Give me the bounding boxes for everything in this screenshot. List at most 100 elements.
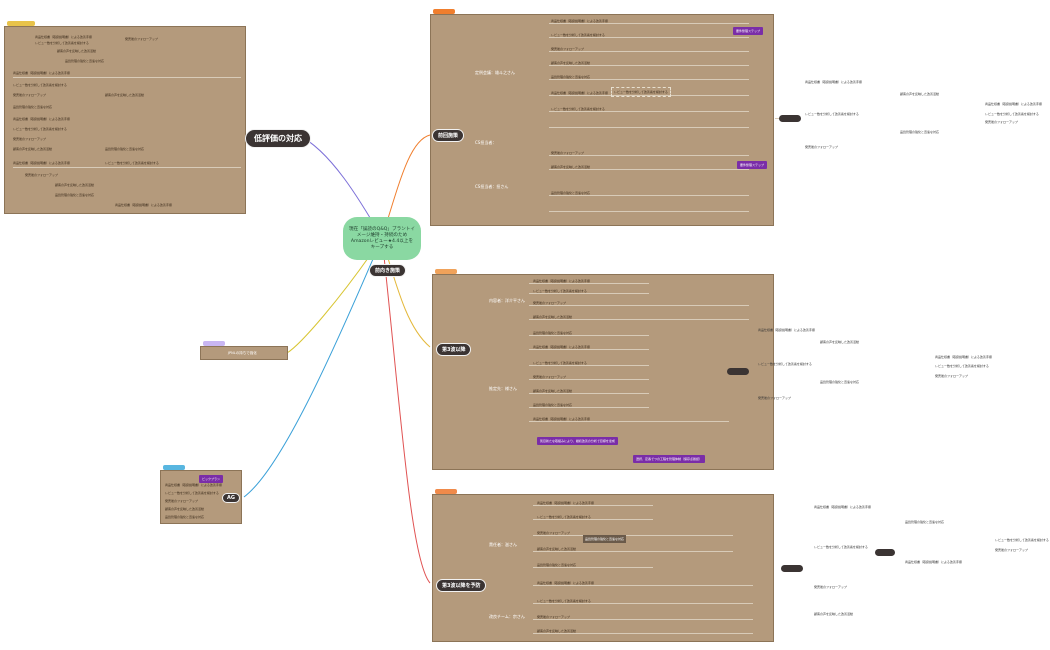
panel-rule — [533, 619, 753, 620]
panel-rule — [529, 407, 649, 408]
panel-text: 顧客の声を反映した改善活動 — [537, 547, 577, 551]
panel-text: 顧客の声を反映した改善活動 — [13, 147, 53, 151]
node-ag[interactable]: AG — [222, 493, 240, 503]
panel-text: 発売後のフォローアップ — [551, 47, 584, 51]
panel-text: 商品仕様書（取扱説明書）による改善手順 — [35, 35, 92, 39]
panel-rule — [549, 79, 749, 80]
panel-text: 商品仕様書（取扱説明書）による改善手順 — [551, 19, 608, 23]
panel-rule — [529, 319, 749, 320]
panel-rule — [549, 195, 749, 196]
outline-text: 品質管理の強化と迅速な対応 — [900, 130, 940, 134]
panel-rule — [549, 95, 749, 96]
panel-rule — [533, 603, 753, 604]
panel-jpnl — [200, 341, 288, 360]
panel-rule — [549, 111, 749, 112]
panel-prevent: 責任者：滋さん 改良チーム：宗さん 商品仕様書（取扱説明書）による改善手順 レビ… — [432, 489, 774, 642]
panel-text: 品質管理の強化と迅速な対応 — [537, 563, 577, 567]
panel-text: レビュー数を分析して改善案を検討する — [13, 127, 67, 131]
branch-label: 定例会議：雄斗之さん — [475, 70, 515, 75]
panel-text: 発売後のフォローアップ — [13, 93, 46, 97]
panel-text: 品質管理の強化と迅速な対応 — [65, 59, 105, 63]
panel-tag — [435, 489, 457, 494]
outline-text: 顧客の声を反映した改善活動 — [814, 612, 854, 616]
panel-low-rating: 商品仕様書（取扱説明書）による改善手順 レビュー数を分析して改善案を検討する 発… — [4, 21, 246, 214]
node-prevent[interactable]: 第3波以降を予防 — [436, 579, 487, 592]
panel-text: 商品仕様書（取扱説明書）による改善手順 — [551, 91, 608, 95]
outline-text: 顧客の声を反映した改善活動 — [820, 340, 860, 344]
panel-text: 商品仕様書（取扱説明書）による改善手順 — [537, 501, 594, 505]
panel-rule — [549, 65, 749, 66]
panel-rule — [529, 283, 649, 284]
panel-text: 顧客の声を反映した改善活動 — [55, 183, 95, 187]
panel-text: 商品仕様書（取扱説明書）による改善手順 — [533, 417, 590, 421]
outline-text: 商品仕様書（取扱説明書）による改善手順 — [814, 505, 871, 509]
branch-label: 推定先：様さん — [489, 386, 517, 391]
panel-text: 品質管理の強化と迅速な対応 — [55, 193, 95, 197]
center-topic[interactable]: 現在「誤読のQ&Q」ブラントイメージ維持・持続のため Amazonレビュー★4.… — [343, 217, 421, 260]
outline-text: 商品仕様書（取扱説明書）による改善手順 — [758, 328, 815, 332]
panel-third-wave: 内容者：洋介平さん 推定先：様さん 商品仕様書（取扱説明書）による改善手順 レビ… — [432, 269, 774, 470]
panel-text: 発売後のフォローアップ — [13, 137, 46, 141]
panel-text: レビュー数を分析して改善案を検討する — [35, 41, 89, 45]
panel-tag — [7, 21, 35, 26]
panel-text: 商品仕様書（取扱説明書）による改善手順 — [13, 117, 70, 121]
jpnl-label[interactable]: JPNLの持ちで強化 — [228, 351, 257, 355]
panel-text: 顧客の声を反映した改善活動 — [57, 49, 97, 53]
panel-rule — [533, 535, 733, 536]
panel-text: 発売後のフォローアップ — [125, 37, 158, 41]
panel-text: 発売後のフォローアップ — [551, 151, 584, 155]
branch-label: 改良チーム：宗さん — [489, 614, 525, 619]
outline-pill — [727, 368, 749, 375]
outline-text: 発売後のフォローアップ — [805, 145, 838, 149]
outline-text: 商品仕様書（取扱説明書）による改善手順 — [905, 560, 962, 564]
branch-label: CS担当者： — [475, 140, 497, 145]
panel-tag — [203, 341, 225, 346]
panel-rule — [549, 155, 749, 156]
outline-text: 顧客の声を反映した改善活動 — [900, 92, 940, 96]
main-node[interactable]: 前向き施策 — [369, 264, 407, 277]
panel-text: レビュー数を分析して改善案を検討する — [533, 361, 587, 365]
node-third-wave[interactable]: 第3波以降 — [436, 343, 472, 356]
panel-rule — [549, 169, 749, 170]
panel-text: レビュー数を分析して改善案を検討する — [165, 491, 219, 495]
panel-rule — [529, 293, 649, 294]
panel-rule — [529, 421, 729, 422]
panel-rule — [549, 211, 749, 212]
panel-text: 品質管理の強化と迅速な対応 — [105, 147, 145, 151]
panel-rule — [529, 379, 649, 380]
panel-text: レビュー数を分析して改善案を検討する — [551, 107, 605, 111]
panel-rule — [549, 127, 749, 128]
outline-text: 発売後のフォローアップ — [935, 374, 968, 378]
panel-tag — [163, 465, 185, 470]
panel-rule — [549, 23, 749, 24]
panel-rule — [533, 551, 733, 552]
outline-pill — [781, 565, 803, 572]
panel-tag — [433, 9, 455, 14]
panel-text: 発売後のフォローアップ — [537, 531, 570, 535]
panel-rule — [529, 305, 749, 306]
outline-text: レビュー数を分析して改善案を検討する — [935, 364, 989, 368]
panel-text: レビュー数を分析して改善案を検討する — [537, 599, 591, 603]
panel-rule — [13, 167, 241, 168]
outline-text: 品質管理の強化と迅速な対応 — [905, 520, 945, 524]
outline-text: レビュー数を分析して改善案を検討する — [985, 112, 1039, 116]
purple-badge: 選択、定番でつの工程を管理体制（保存点確認） — [633, 455, 706, 463]
panel-text: 顧客の声を反映した改善活動 — [533, 315, 573, 319]
panel-text: 商品仕様書（取扱説明書）による改善手順 — [537, 581, 594, 585]
panel-rule — [13, 77, 241, 78]
panel-text: レビュー数を分析して改善案を検討する — [533, 289, 587, 293]
outline-text: 発売後のフォローアップ — [758, 396, 791, 400]
outline-text: 発売後のフォローアップ — [985, 120, 1018, 124]
panel-text: 品質管理の強化と迅速な対応 — [551, 75, 591, 79]
outline-text: レビュー数を分析して改善案を検討する — [995, 538, 1049, 542]
panel-text: 商品仕様書（取扱説明書）による改善手順 — [13, 71, 70, 75]
panel-tag — [435, 269, 457, 274]
outline-text: 商品仕様書（取扱説明書）による改善手順 — [805, 80, 862, 84]
panel-rule — [529, 393, 649, 394]
panel-text: 顧客の声を反映した改善活動 — [537, 629, 577, 633]
node-previous[interactable]: 前回施策 — [432, 129, 465, 142]
node-low-rating[interactable]: 低評価の対応 — [245, 129, 311, 148]
panel-text: 品質管理の強化と迅速な対応 — [551, 191, 591, 195]
panel-text: 発売後のフォローアップ — [25, 173, 58, 177]
outline-pill — [779, 115, 801, 122]
